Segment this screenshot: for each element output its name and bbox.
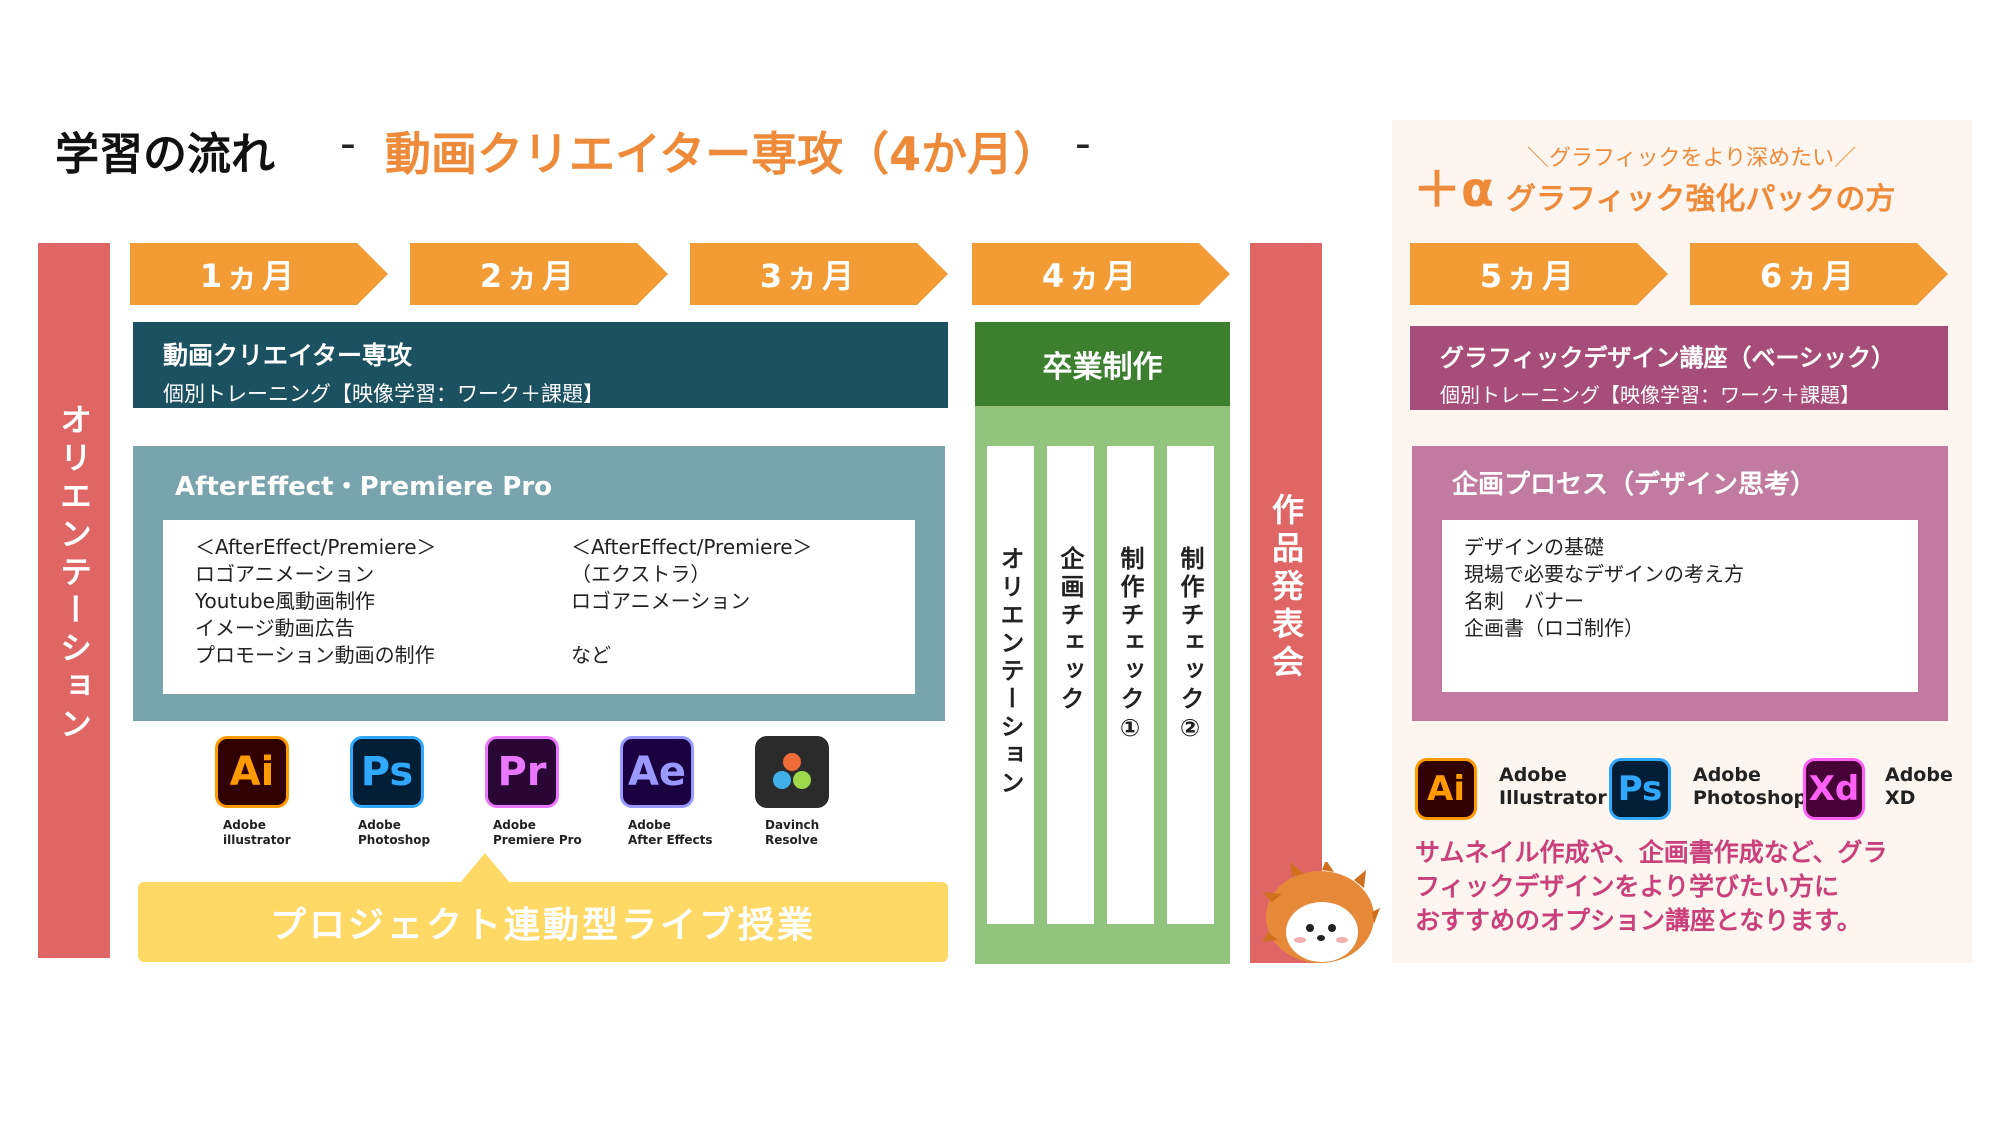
photoshop-icon: Ps xyxy=(350,736,424,808)
graphic-pack-tagline: ＼グラフィックをより深めたい／ xyxy=(1527,146,1857,171)
graduation-step: 制作チェック② xyxy=(1167,446,1214,924)
process-content: デザインの基礎 現場で必要なデザインの考え方 名刺 バナー 企画書（ロゴ制作） xyxy=(1442,520,1918,692)
graduation-step: 企画チェック xyxy=(1047,446,1094,924)
app-item: Davinch Resolve xyxy=(755,736,865,848)
graduation-title: 卒業制作 xyxy=(975,322,1230,406)
app-item: Ps Adobe Photoshop xyxy=(350,736,460,848)
course-subtitle: 個別トレーニング【映像学習：ワーク＋課題】 xyxy=(163,382,604,406)
plus-alpha: ＋α xyxy=(1413,162,1494,218)
software-box: AfterEffect・Premiere Pro ＜AfterEffect/Pr… xyxy=(133,446,945,721)
presentation-bar: 作品発表会 xyxy=(1250,243,1322,963)
graduation-body: オリエンテーション 企画チェック 制作チェック① 制作チェック② xyxy=(975,406,1230,964)
page-title: 学習の流れ xyxy=(55,129,275,180)
title-dash-end: - xyxy=(1075,118,1091,169)
presentation-label: 作品発表会 xyxy=(1267,493,1305,683)
app-label: Adobe Illustrator xyxy=(1499,764,1607,809)
graphic-pack-description: サムネイル作成や、企画書作成など、グラ フィックデザインをより学びたい方に おす… xyxy=(1415,838,1888,935)
month-1: 1ヵ月 xyxy=(130,243,388,305)
month-3: 3ヵ月 xyxy=(690,243,948,305)
illustrator-icon: Ai xyxy=(215,736,289,808)
list-item: 現場で必要なデザインの考え方 xyxy=(1464,562,1744,586)
graphic-course-box: グラフィックデザイン講座（ベーシック） 個別トレーニング【映像学習：ワーク＋課題… xyxy=(1410,326,1948,410)
list-item: ＜AfterEffect/Premiere＞ xyxy=(195,535,437,559)
software-left-list: ＜AfterEffect/Premiere＞ ロゴアニメーション Youtube… xyxy=(195,534,437,669)
graphic-app-row: Ai Adobe Illustrator Ps Adobe Photoshop … xyxy=(1415,758,1960,824)
xd-icon: Xd xyxy=(1803,758,1865,820)
list-item: デザインの基礎 xyxy=(1464,535,1604,559)
title-dash: - xyxy=(340,118,356,169)
list-item: ロゴアニメーション xyxy=(195,562,375,586)
list-item: など xyxy=(571,643,611,667)
list-item xyxy=(571,615,813,642)
app-item: Pr Adobe Premiere Pro xyxy=(485,736,595,848)
app-label: Adobe Photoshop xyxy=(1693,764,1808,809)
orientation-label: オリエンテーション xyxy=(55,403,93,745)
graphic-course-title: グラフィックデザイン講座（ベーシック） xyxy=(1440,344,1896,372)
page-subtitle: 動画クリエイター専攻（4か月） xyxy=(385,127,1060,181)
software-right-list: ＜AfterEffect/Premiere＞ （エクストラ） ロゴアニメーション… xyxy=(571,534,813,669)
app-label: Adobe XD xyxy=(1885,764,1953,809)
month-6: 6ヵ月 xyxy=(1690,243,1948,305)
graduation-step: オリエンテーション xyxy=(987,446,1034,924)
month-4: 4ヵ月 xyxy=(972,243,1230,305)
list-item: Youtube風動画制作 xyxy=(195,589,375,613)
course-box: 動画クリエイター専攻 個別トレーニング【映像学習：ワーク＋課題】 xyxy=(133,322,948,408)
orientation-bar: オリエンテーション xyxy=(38,243,110,958)
process-list: デザインの基礎 現場で必要なデザインの考え方 名刺 バナー 企画書（ロゴ制作） xyxy=(1464,534,1744,642)
process-box: 企画プロセス（デザイン思考） デザインの基礎 現場で必要なデザインの考え方 名刺… xyxy=(1412,446,1948,721)
after-effects-icon: Ae xyxy=(620,736,694,808)
software-heading: AfterEffect・Premiere Pro xyxy=(175,472,553,502)
list-item: （エクストラ） xyxy=(571,562,711,586)
list-item: イメージ動画広告 xyxy=(195,616,355,640)
project-box-pointer xyxy=(460,853,510,883)
software-content: ＜AfterEffect/Premiere＞ ロゴアニメーション Youtube… xyxy=(163,520,915,694)
graphic-course-subtitle: 個別トレーニング【映像学習：ワーク＋課題】 xyxy=(1440,383,1860,407)
illustrator-icon: Ai xyxy=(1415,758,1477,820)
list-item: 企画書（ロゴ制作） xyxy=(1464,616,1644,640)
photoshop-icon: Ps xyxy=(1609,758,1671,820)
graduation-step: 制作チェック① xyxy=(1107,446,1154,924)
app-item: Ai Adobe illustrator xyxy=(215,736,325,848)
process-heading: 企画プロセス（デザイン思考） xyxy=(1452,470,1817,500)
list-item: ＜AfterEffect/Premiere＞ xyxy=(571,535,813,559)
app-item: Ae Adobe After Effects xyxy=(620,736,730,848)
app-icons-row: Ai Adobe illustrator Ps Adobe Photoshop … xyxy=(215,736,855,851)
graphic-pack-title: グラフィック強化パックの方 xyxy=(1506,182,1896,217)
month-2: 2ヵ月 xyxy=(410,243,668,305)
list-item: 名刺 バナー xyxy=(1464,589,1584,613)
davinci-resolve-icon xyxy=(755,736,829,808)
project-box: プロジェクト連動型ライブ授業 xyxy=(138,882,948,962)
month-5: 5ヵ月 xyxy=(1410,243,1668,305)
course-title: 動画クリエイター専攻 xyxy=(163,341,413,370)
list-item: ロゴアニメーション xyxy=(571,589,751,613)
list-item: プロモーション動画の制作 xyxy=(195,643,435,667)
premiere-icon: Pr xyxy=(485,736,559,808)
hedgehog-mascot-icon xyxy=(1262,860,1380,967)
